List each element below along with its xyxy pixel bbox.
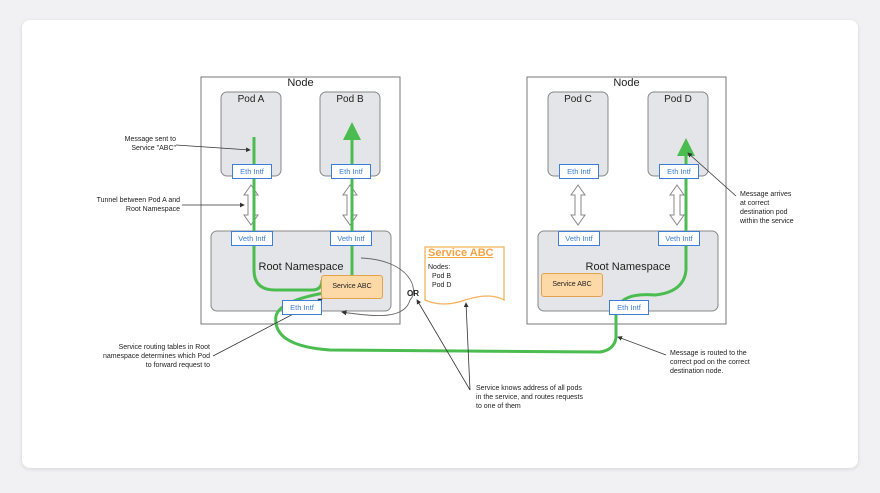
root-namespace-left-label: Root Namespace — [258, 261, 344, 273]
service-doc-nodes-label: Nodes: — [428, 264, 451, 271]
node-left-title: Node — [287, 77, 314, 89]
service-abc-left: Service ABC — [321, 275, 383, 299]
veth-intf-c: Veth Intf — [558, 231, 600, 246]
veth-intf-d: Veth Intf — [658, 231, 700, 246]
leader-routed — [617, 336, 667, 356]
pod-a-eth-intf: Eth Intf — [232, 164, 272, 179]
pod-d-eth-intf: Eth Intf — [659, 164, 699, 179]
service-abc-right: Service ABC — [541, 273, 603, 297]
pod-a-label: Pod A — [237, 94, 265, 105]
veth-intf-a: Veth Intf — [231, 231, 273, 246]
leader-knows-1 — [416, 299, 471, 391]
or-label: OR — [407, 289, 419, 298]
node-right-eth-intf: Eth Intf — [609, 300, 649, 315]
service-doc-title: Service ABC — [428, 247, 494, 259]
leader-knows-2 — [463, 302, 471, 391]
veth-intf-b: Veth Intf — [330, 231, 372, 246]
leader-msg-sent — [175, 144, 251, 153]
node-left-eth-intf: Eth Intf — [282, 300, 322, 315]
node-right-title: Node — [613, 77, 640, 89]
or-curve — [341, 257, 414, 317]
service-doc-item: Pod D — [432, 282, 452, 289]
pod-b-eth-intf: Eth Intf — [331, 164, 371, 179]
flow-path-a-to-service — [252, 137, 324, 292]
pod-c-eth-intf: Eth Intf — [559, 164, 599, 179]
leader-arrives — [687, 152, 737, 197]
flow-path-to-pod-d — [274, 138, 695, 354]
service-doc-item: Pod B — [432, 273, 452, 280]
pod-d-label: Pod D — [664, 94, 692, 105]
pod-c-label: Pod C — [564, 94, 592, 105]
pod-b-label: Pod B — [336, 94, 364, 105]
service-doc-shape — [424, 246, 505, 305]
root-namespace-right-label: Root Namespace — [585, 261, 671, 273]
